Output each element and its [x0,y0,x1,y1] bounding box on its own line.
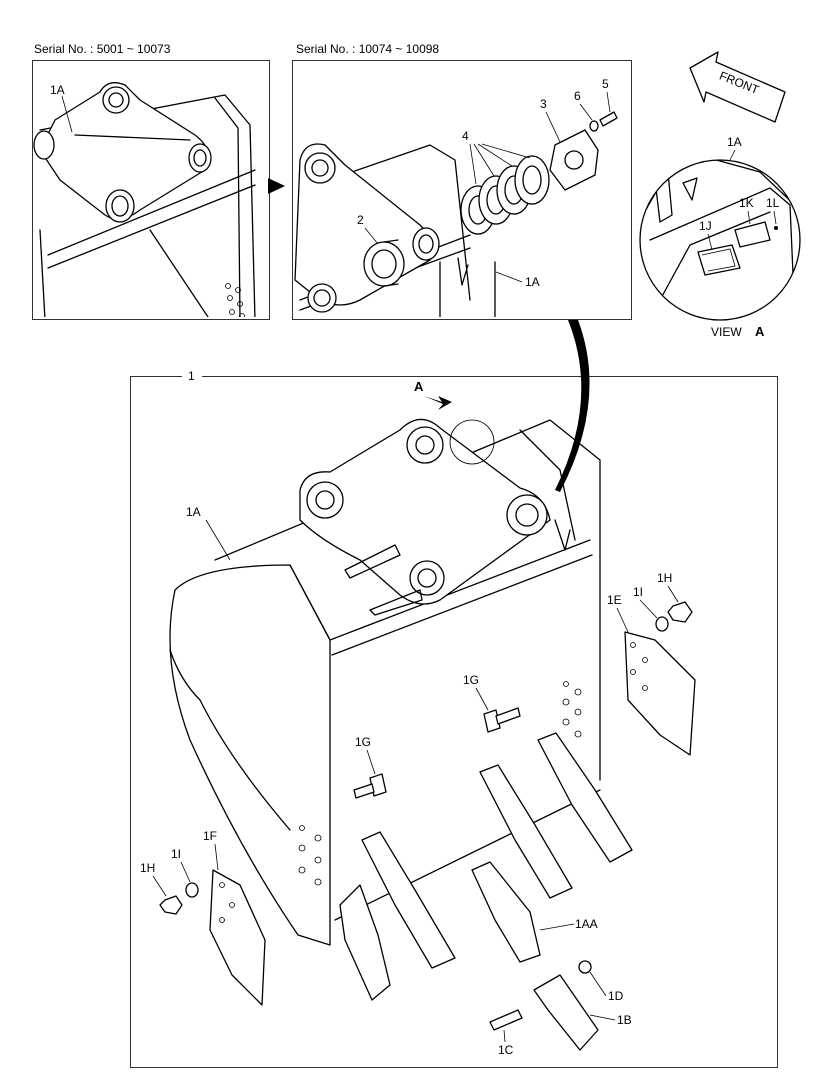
main-label-1c: 1C [498,1043,514,1057]
left-panel-drawing: 1A [33,82,256,317]
main-label-1i-right: 1I [633,585,643,599]
main-label-1i-left: 1I [171,847,181,861]
view-label-1j: 1J [699,219,712,233]
main-label-1g-lower: 1G [355,735,371,749]
view-label-1a: 1A [727,135,742,149]
mid-label-6: 6 [574,89,581,103]
main-view-arrow-letter: A [414,379,424,394]
mid-label-2: 2 [357,213,364,227]
main-label-1a: 1A [186,505,201,519]
frame-label-1: 1 [188,369,195,383]
mid-label-4: 4 [462,129,469,143]
main-bucket-drawing: 1 [140,368,696,1057]
mid-label-1a: 1A [525,275,540,289]
main-label-1b: 1B [617,1013,632,1027]
view-title-letter: A [755,324,765,339]
main-label-1f: 1F [203,829,217,843]
panel-arrow-icon [268,178,285,194]
serial-middle: Serial No. : 10074 ~ 10098 [296,42,440,56]
main-label-1h-right: 1H [657,571,672,585]
main-label-1g-upper: 1G [463,673,479,687]
main-label-1aa: 1AA [575,917,598,931]
view-label-1l: 1L [766,196,780,210]
front-arrow-icon: FRONT [689,51,786,123]
middle-panel-drawing: 2 3 4 5 6 1A [294,77,618,317]
detail-connector [555,320,590,492]
view-title-prefix: VIEW [711,325,742,339]
main-label-1d: 1D [608,989,624,1003]
mid-label-5: 5 [602,77,609,91]
view-a-detail: 1A 1J 1K 1L VIEW A [639,135,801,339]
view-label-1k: 1K [739,196,754,210]
serial-left: Serial No. : 5001 ~ 10073 [34,42,171,56]
main-label-1e: 1E [607,593,622,607]
left-label-1a: 1A [50,83,65,97]
mid-label-3: 3 [540,97,547,111]
main-label-1h-left: 1H [140,861,155,875]
